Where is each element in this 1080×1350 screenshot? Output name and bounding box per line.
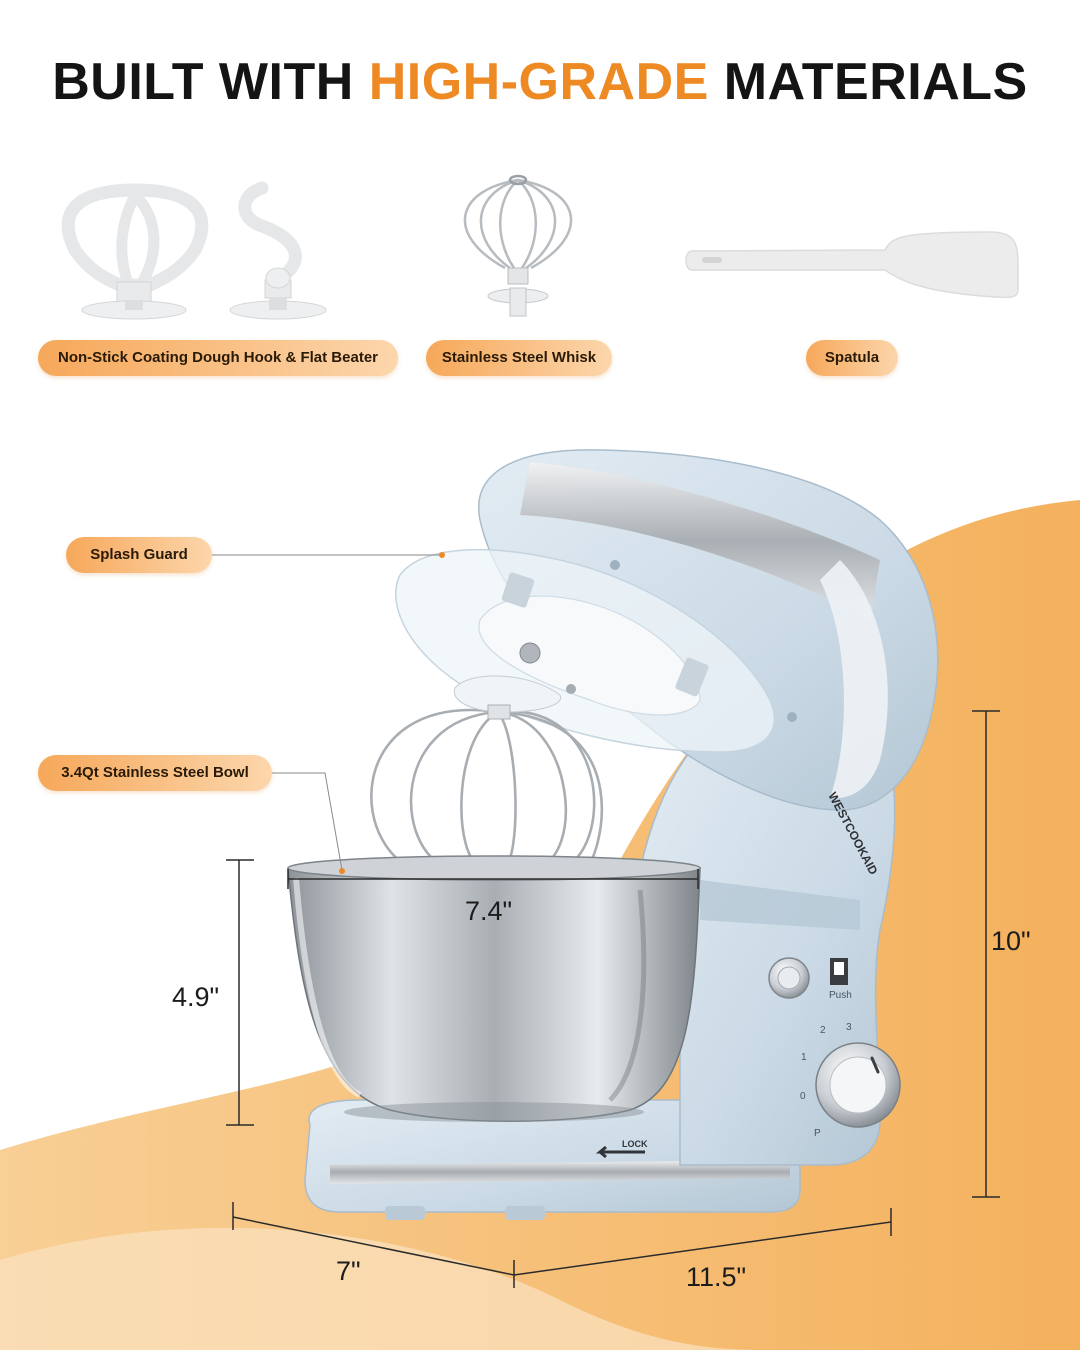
splash-guard-leader-dot: [439, 552, 445, 558]
mixer-height-label: 10": [991, 926, 1031, 956]
mixer-base: [304, 1099, 801, 1220]
splash-guard-callout: Splash Guard: [66, 537, 212, 573]
bowl-callout: 3.4Qt Stainless Steel Bowl: [38, 755, 272, 791]
bowl-leader-dot: [339, 868, 345, 874]
flat-beater-icon: [61, 183, 209, 320]
whisk-connector: [453, 675, 562, 720]
bowl-height-label: 4.9": [172, 982, 220, 1012]
bowl-width-dimension-line: [287, 869, 699, 889]
mixer-length-dimension-line: [513, 1208, 892, 1276]
speed-dial: [815, 1042, 901, 1128]
whisk-hub-icon: [487, 267, 549, 317]
speed-mark-p: P: [814, 1128, 821, 1139]
spatula-icon-illustration: [685, 231, 1019, 299]
accessory-label-whisk: Stainless Steel Whisk: [426, 340, 612, 376]
page-headline: BUILT WITH HIGH-GRADE MATERIALS: [0, 52, 1080, 112]
mixer-height-dimension-line: [972, 710, 1000, 1198]
push-label: Push: [829, 990, 852, 1001]
accessory-label-spatula: Spatula: [806, 340, 898, 376]
dough-hook-icon: [229, 181, 327, 320]
accessory-label-beater-hook: Non-Stick Coating Dough Hook & Flat Beat…: [38, 340, 398, 376]
mixer-depth-dimension-line: [232, 1202, 515, 1288]
headline-suffix: MATERIALS: [708, 53, 1028, 111]
headline-prefix: BUILT WITH: [52, 53, 369, 111]
lock-arrow-icon: [595, 1145, 645, 1159]
speed-mark-0: 0: [800, 1091, 806, 1102]
speed-mark-2: 2: [820, 1025, 826, 1036]
light-background-wave: [0, 1227, 760, 1350]
mixer-column: [639, 699, 896, 1166]
whisk-icon-illustration: [463, 174, 573, 270]
mixing-bowl: [287, 855, 701, 1122]
splash-guard: [395, 549, 776, 753]
tilt-release-button: [768, 957, 810, 999]
bowl-height-dimension-line: [226, 859, 254, 1126]
lock-label: LOCK: [622, 1139, 648, 1149]
bowl-width-label: 7.4": [465, 896, 513, 926]
push-indicator-icon: [830, 958, 848, 985]
speed-mark-3: 3: [846, 1022, 852, 1033]
headline-accent: HIGH-GRADE: [368, 53, 709, 111]
speed-mark-1: 1: [801, 1052, 807, 1063]
mixer-depth-label: 7": [336, 1256, 361, 1286]
mixer-length-label: 11.5": [686, 1262, 747, 1292]
attached-whisk: [370, 708, 603, 877]
bowl-leader-line: [272, 772, 343, 871]
